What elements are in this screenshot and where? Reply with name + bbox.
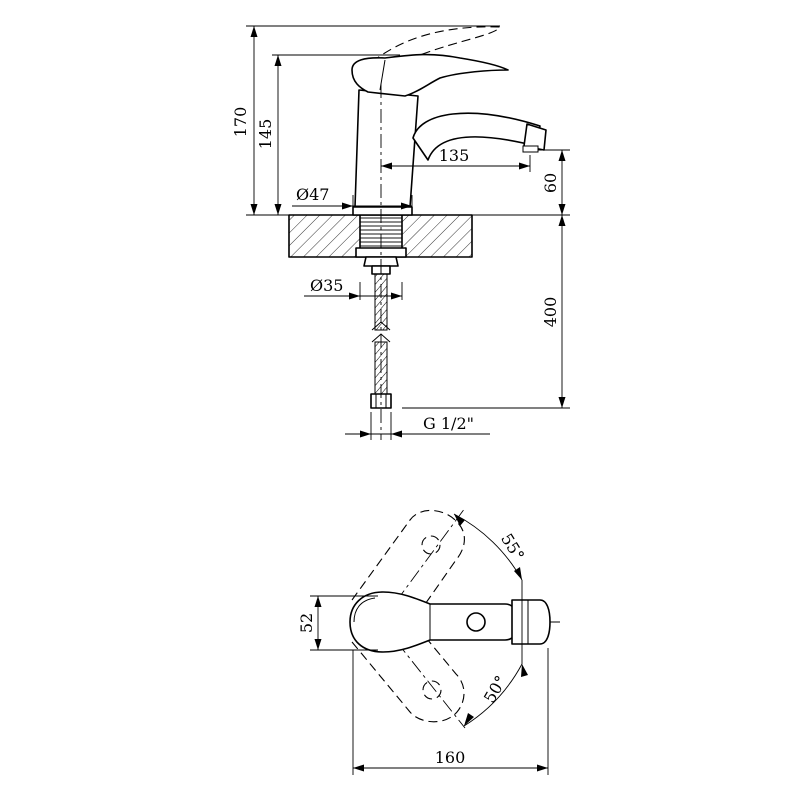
dimension-base-diameter: Ø47 (292, 185, 412, 210)
dimension-hose-length: 400 (541, 215, 566, 408)
label-lever-angle-bottom: 50° (480, 672, 511, 706)
handle-raised-outline (371, 26, 501, 76)
dimension-outlet-height: 60 (541, 150, 566, 215)
top-body-outline (349, 591, 551, 653)
label-base-width: 52 (297, 613, 316, 633)
label-shank-diameter: Ø35 (310, 276, 343, 295)
lever-rotated-right (351, 603, 466, 729)
extension-lines (246, 25, 570, 440)
dimension-spout-reach: 135 (381, 146, 530, 170)
handle-lever (351, 53, 509, 97)
lever-rotated-left (351, 507, 466, 641)
label-spout-reach: 135 (439, 146, 470, 165)
dimension-spout-height: 145 (256, 55, 282, 215)
dimension-total-length: 160 (352, 648, 549, 775)
hose-end-fitting (370, 393, 392, 409)
label-base-diameter: Ø47 (296, 185, 329, 204)
dimension-connection-thread: G 1/2" (345, 414, 490, 438)
label-total-length: 160 (435, 748, 466, 767)
label-hose-length: 400 (541, 297, 560, 328)
label-lever-angle-top: 55° (497, 530, 528, 564)
dimension-shank-diameter: Ø35 (304, 276, 402, 300)
side-view: 170 145 135 60 Ø47 (231, 25, 570, 440)
dimension-base-width: 52 (297, 595, 378, 651)
top-view: 55° 50° 52 160 (297, 507, 560, 775)
label-connection-thread: G 1/2" (423, 414, 474, 433)
dimension-total-height: 170 (231, 26, 258, 215)
faucet-body (352, 89, 547, 216)
label-outlet-height: 60 (541, 173, 560, 193)
label-total-height: 170 (231, 107, 250, 138)
label-spout-height: 145 (256, 119, 275, 150)
